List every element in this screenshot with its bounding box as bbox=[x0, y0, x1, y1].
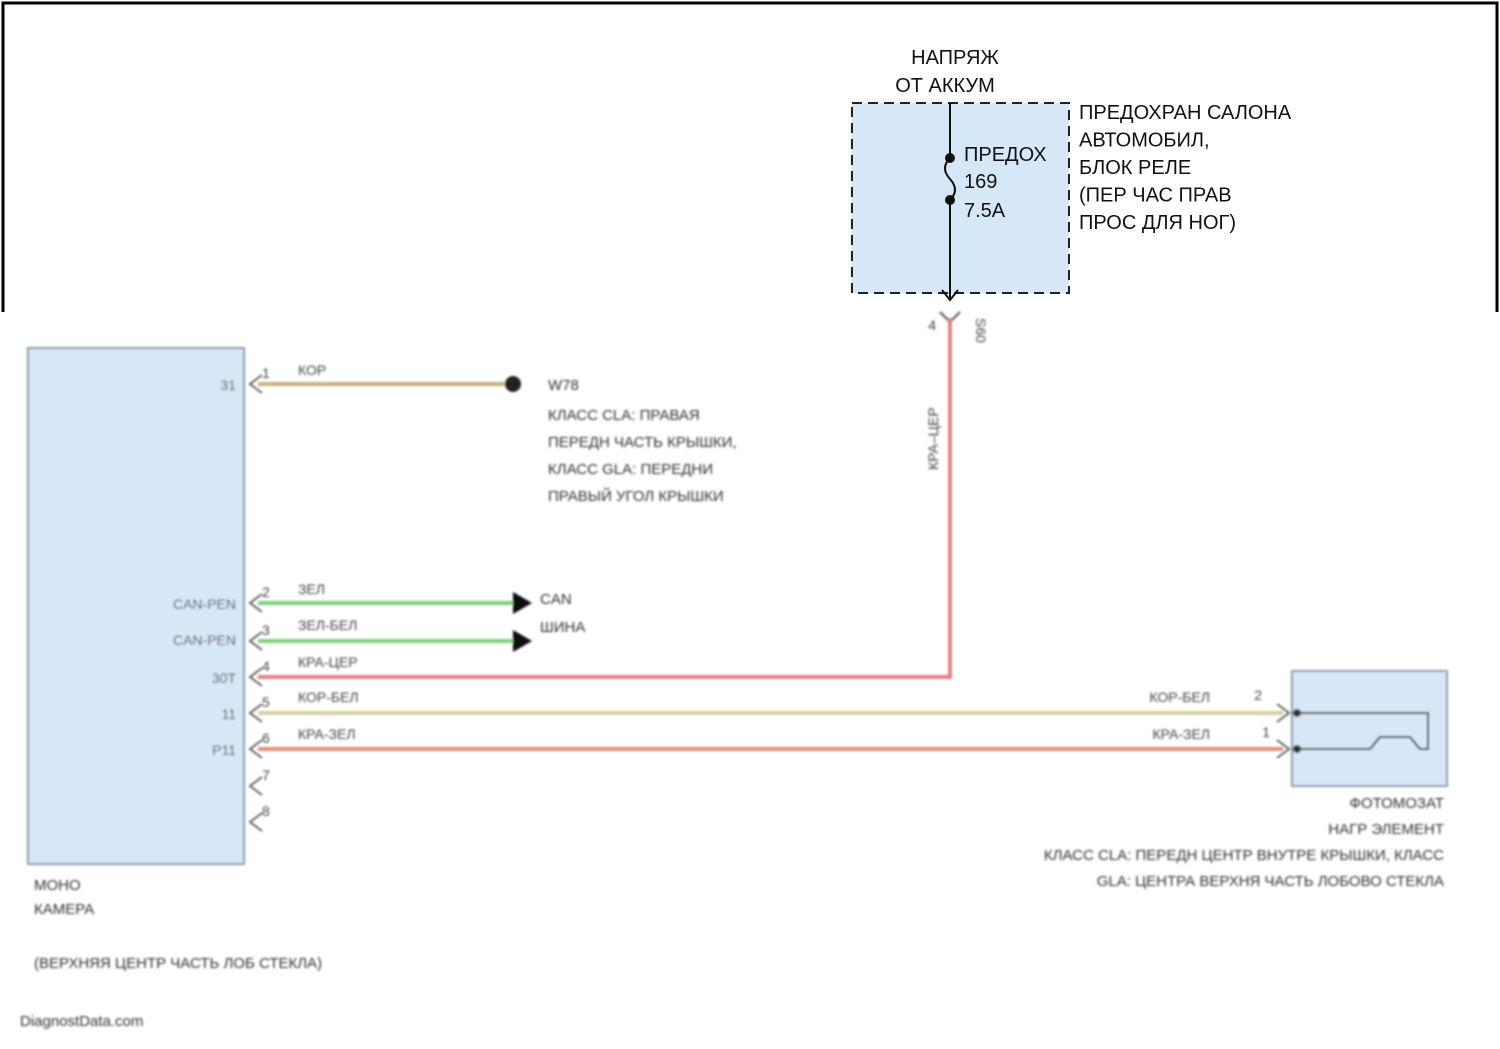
fuse-box-line: ПРЕДОХРАН САЛОНА bbox=[1079, 102, 1292, 124]
camera-label-1: МОНО bbox=[34, 877, 81, 894]
wire-label: КОР bbox=[298, 362, 326, 378]
wire-label: ЗЕЛ-БЕЛ bbox=[298, 617, 357, 633]
pin-number: 8 bbox=[262, 803, 270, 819]
can-label-2: ШИНА bbox=[540, 619, 585, 636]
heater-wire-label: КРА-ЗЕЛ bbox=[1152, 726, 1210, 742]
ground-line: ПЕРЕДН ЧАСТЬ КРЫШКИ, bbox=[548, 434, 737, 451]
pin-chevron bbox=[250, 777, 262, 795]
arrow-right-icon bbox=[513, 592, 532, 614]
heater-terminal bbox=[1293, 709, 1301, 717]
heater-wire-label: КОР-БЕЛ bbox=[1149, 689, 1210, 705]
frame-border bbox=[3, 3, 1497, 312]
pin-name: CAN-PEN bbox=[173, 596, 236, 612]
supply-label-1: НАПРЯЖ bbox=[911, 47, 999, 69]
camera-location: (ВЕРХНЯЯ ЦЕНТР ЧАСТЬ ЛОБ СТЕКЛА) bbox=[34, 955, 322, 972]
ground-icon bbox=[505, 376, 521, 392]
camera-pins: 1 2 3 4 5 6 7 8 bbox=[250, 365, 270, 831]
arrow-right-icon bbox=[513, 630, 532, 652]
pin-number: 5 bbox=[262, 694, 270, 710]
watermark: DiagnostData.com bbox=[20, 1013, 143, 1030]
heater-terminal bbox=[1293, 745, 1301, 753]
heater-pin: 2 bbox=[1254, 687, 1262, 703]
fuse-number: 169 bbox=[964, 171, 997, 193]
ground-line: ПРАВЫЙ УГОЛ КРЫШКИ bbox=[548, 487, 724, 505]
fuse-box bbox=[852, 103, 1069, 293]
ground-line: КЛАСС CLA: ПРАВАЯ bbox=[548, 407, 700, 424]
pin-name: P11 bbox=[212, 742, 236, 758]
heater-pin: 1 bbox=[1262, 724, 1270, 740]
wire-label: ЗЕЛ bbox=[298, 581, 325, 597]
pin-name: 31 bbox=[220, 377, 236, 393]
pin-number: 4 bbox=[262, 658, 270, 674]
pin-number: 3 bbox=[262, 622, 270, 638]
pin-number: 2 bbox=[262, 584, 270, 600]
can-label-1: CAN bbox=[540, 591, 572, 608]
fuse-box-description: ПРЕДОХРАН САЛОНА АВТОМОБИЛ, БЛОК РЕЛЕ (ПЕР … bbox=[1079, 102, 1292, 234]
heater-line: ФОТОМОЗАТ bbox=[1350, 795, 1444, 812]
ground-id: W78 bbox=[548, 377, 579, 394]
heater-line: НАГР ЭЛЕМЕНТ bbox=[1328, 821, 1444, 838]
fuse-name: ПРЕДОХ bbox=[964, 144, 1047, 166]
pin-name: 30T bbox=[212, 670, 237, 686]
pin-name: 11 bbox=[221, 706, 236, 722]
fuse-box-line: (ПЕР ЧАС ПРАВ bbox=[1079, 185, 1232, 207]
ground-description: КЛАСС CLA: ПРАВАЯ ПЕРЕДН ЧАСТЬ КРЫШКИ, КЛА… bbox=[548, 407, 737, 505]
camera-label-2: КАМЕРА bbox=[34, 901, 94, 918]
heater-line: КЛАСС CLA: ПЕРЕДН ЦЕНТР ВНУТРЕ КРЫШКИ, К… bbox=[1044, 847, 1444, 864]
lower-diagram: 4 S60 КРА–ЦЕР 1 2 3 4 5 6 7 8 КОР ЗЕЛ ЗЕЛ-БЕЛ К… bbox=[20, 312, 1447, 1030]
ground-line: КЛАСС GLA: ПЕРЕДНИ bbox=[548, 461, 713, 478]
pin-number: 7 bbox=[262, 767, 270, 783]
pin-chevron bbox=[250, 813, 262, 831]
pin-number: 1 bbox=[262, 365, 270, 381]
wire-label: КРА-ЦЕР bbox=[298, 654, 358, 670]
heater-line: GLA: ЦЕНТРА ВЕРХНЯ ЧАСТЬ ЛОБОВО СТЕКЛА bbox=[1097, 873, 1444, 890]
pin-name: CAN-PEN bbox=[173, 632, 236, 648]
wire-label: КРА-ЗЕЛ bbox=[298, 726, 356, 742]
wire-label: КОР-БЕЛ bbox=[298, 689, 359, 705]
fuse-rating: 7.5A bbox=[964, 200, 1006, 222]
pin-number: 6 bbox=[262, 730, 270, 746]
heater-description: ФОТОМОЗАТ НАГР ЭЛЕМЕНТ КЛАСС CLA: ПЕРЕДН Ц… bbox=[1044, 795, 1444, 890]
connector-pin: 4 bbox=[928, 317, 936, 333]
heater-element-module bbox=[1292, 671, 1447, 786]
supply-label-2: ОТ АККУМ bbox=[895, 75, 995, 97]
connector-id: S60 bbox=[973, 318, 989, 343]
vertical-wire-color: КРА–ЦЕР bbox=[925, 407, 941, 470]
fuse-box-line: БЛОК РЕЛЕ bbox=[1079, 157, 1191, 179]
fuse-box-line: АВТОМОБИЛ, bbox=[1079, 130, 1210, 152]
fuse-box-line: ПРОС ДЛЯ НОГ) bbox=[1079, 212, 1236, 234]
